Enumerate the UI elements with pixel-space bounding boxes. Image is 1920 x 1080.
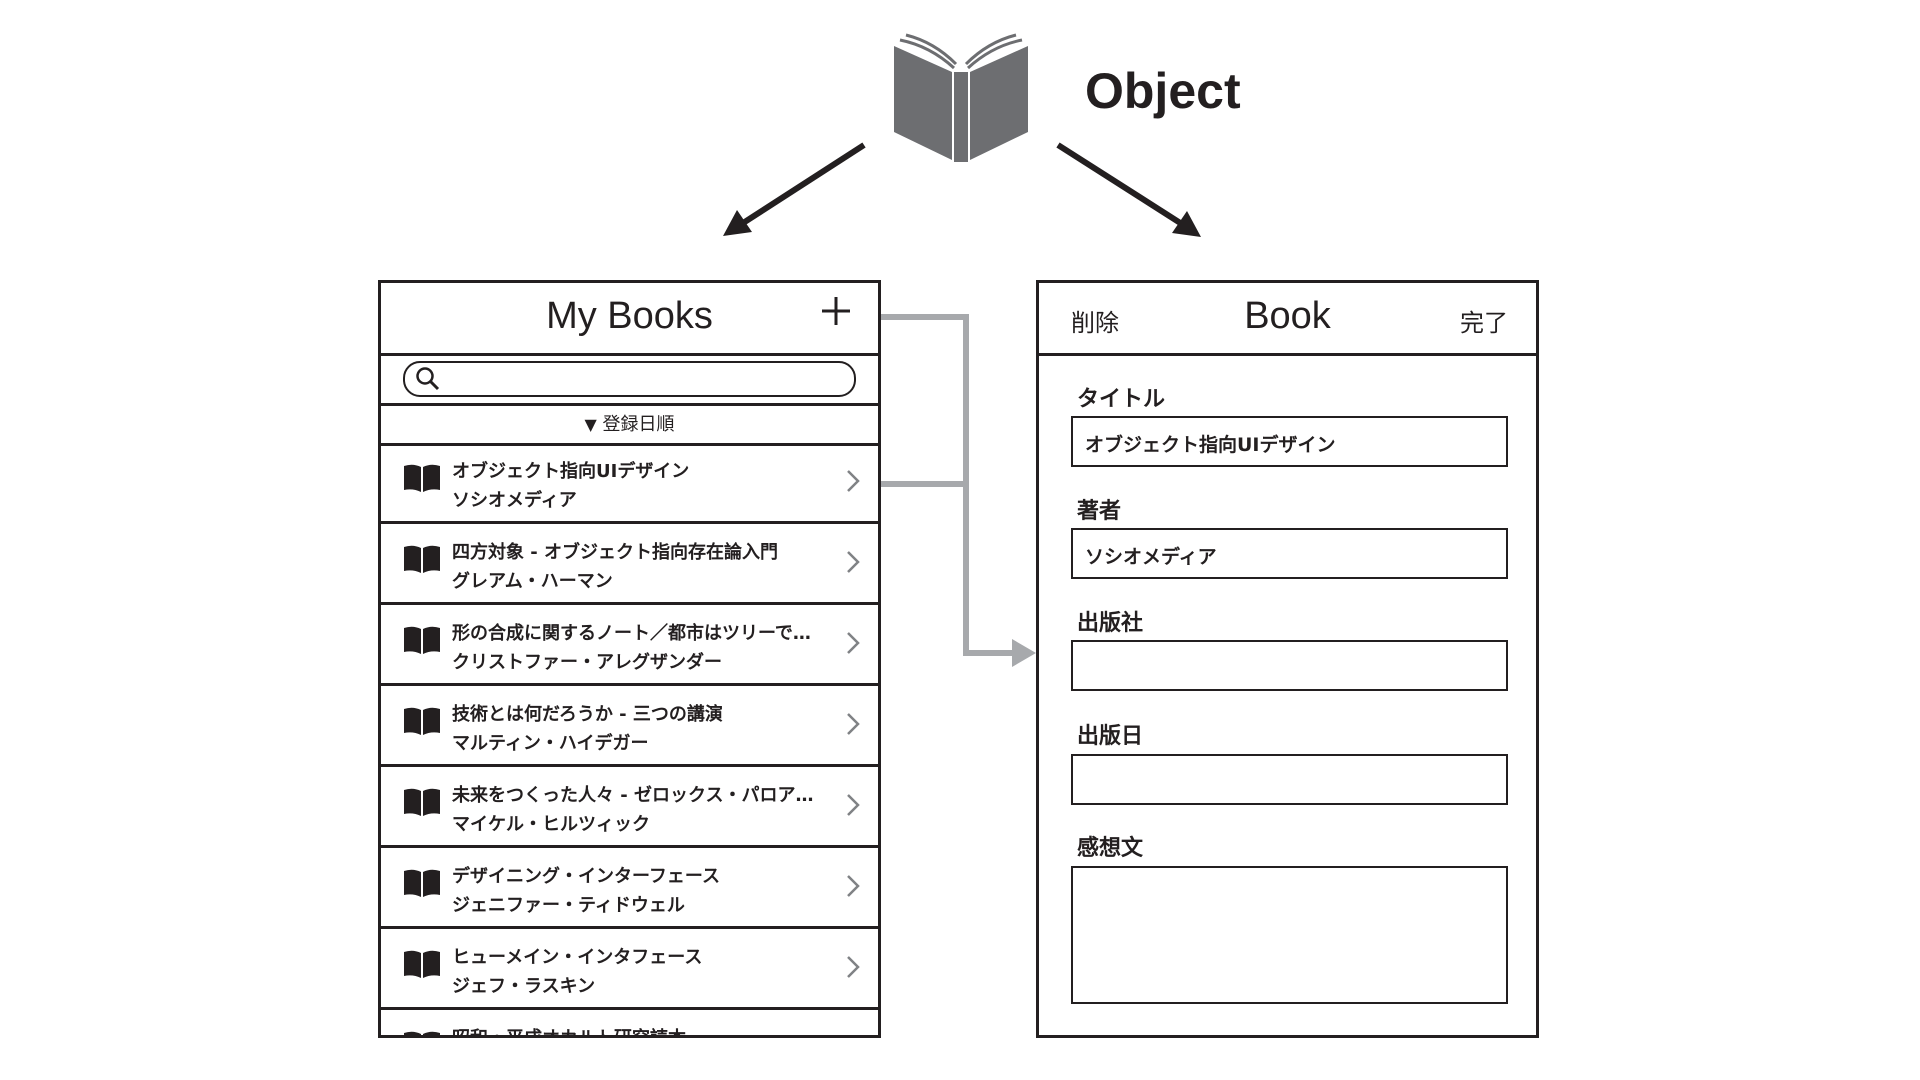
open-book-icon (894, 33, 1028, 162)
plus-icon (822, 297, 850, 325)
book-title: ヒューメイン・インタフェース (452, 947, 703, 968)
page-title: My Books (546, 295, 713, 337)
chevron-right-icon (847, 470, 860, 492)
book-icon (404, 869, 440, 897)
chevron-right-icon (847, 551, 860, 573)
chevron-right-icon (847, 956, 860, 978)
title-field[interactable]: オブジェクト指向UIデザイン (1071, 416, 1508, 467)
author-label: 著者 (1077, 499, 1122, 524)
sort-label: 登録日順 (602, 414, 675, 435)
book-author: クリストファー・アレグザンダー (452, 652, 722, 673)
book-icon (404, 707, 440, 735)
book-icon (404, 1031, 440, 1035)
book-author: ジェニファー・ティドウェル (452, 895, 685, 916)
publisher-field[interactable] (1071, 640, 1508, 691)
connector-arrowhead (1012, 639, 1036, 667)
book-icon (404, 626, 440, 654)
delete-button[interactable]: 削除 (1071, 309, 1119, 337)
done-button[interactable]: 完了 (1460, 309, 1508, 337)
book-list-item[interactable]: 昭和・平成オカルト研究読本 (381, 1010, 878, 1035)
author-field[interactable]: ソシオメディア (1071, 528, 1508, 579)
publish-date-label: 出版日 (1077, 724, 1144, 749)
sort-selector[interactable]: ▼ 登録日順 (381, 406, 878, 446)
book-author: グレアム・ハーマン (452, 571, 613, 592)
list-header: My Books (381, 283, 878, 356)
book-title: 昭和・平成オカルト研究読本 (452, 1024, 686, 1035)
book-author: マイケル・ヒルツィック (452, 814, 650, 835)
book-icon (404, 545, 440, 573)
book-list-item[interactable]: 形の合成に関するノート／都市はツリーで… クリストファー・アレグザンダー (381, 605, 878, 686)
book-title: オブジェクト指向UIデザイン (452, 461, 690, 482)
book-icon (404, 788, 440, 816)
review-label: 感想文 (1077, 836, 1144, 861)
book-title: デザイニング・インターフェース (452, 866, 721, 887)
chevron-right-icon (847, 794, 860, 816)
chevron-right-icon (847, 875, 860, 897)
page-title: Book (1244, 295, 1331, 337)
book-list-item[interactable]: 四方対象 - オブジェクト指向存在論入門グレアム・ハーマン (381, 524, 878, 605)
search-icon (416, 367, 440, 391)
book-list-item[interactable]: 技術とは何だろうか - 三つの講演マルティン・ハイデガー (381, 686, 878, 767)
book-author: マルティン・ハイデガー (452, 733, 649, 754)
book-icon (404, 464, 440, 492)
add-book-button[interactable] (820, 291, 852, 335)
chevron-right-icon (847, 713, 860, 735)
search-bar (381, 353, 878, 406)
book-list-item[interactable]: ヒューメイン・インタフェースジェフ・ラスキン (381, 929, 878, 1010)
chevron-right-icon (847, 632, 860, 654)
review-textarea[interactable] (1071, 866, 1508, 1004)
book-detail-screen: 削除 Book 完了 タイトル オブジェクト指向UIデザイン 著者 ソシオメディ… (1036, 280, 1539, 1038)
detail-header: 削除 Book 完了 (1039, 283, 1536, 356)
publisher-label: 出版社 (1077, 611, 1144, 636)
title-label: タイトル (1077, 387, 1166, 412)
book-icon (404, 950, 440, 978)
book-list-screen: My Books ▼ 登録日順 オブジェクト指向UIデザインソシオメディア四方対… (378, 280, 881, 1038)
book-title: 四方対象 - オブジェクト指向存在論入門 (452, 542, 779, 563)
book-list-item[interactable]: オブジェクト指向UIデザインソシオメディア (381, 443, 878, 524)
publish-date-field[interactable] (1071, 754, 1508, 805)
navigation-connector (868, 314, 1015, 656)
book-title: 技術とは何だろうか - 三つの講演 (452, 704, 723, 725)
arrow-to-detail (1056, 142, 1201, 237)
book-author: ジェフ・ラスキン (452, 976, 596, 997)
arrow-to-list (723, 142, 866, 236)
book-title: 形の合成に関するノート／都市はツリーで… (452, 623, 811, 644)
triangle-down-icon: ▼ (584, 415, 597, 434)
search-input[interactable] (403, 361, 856, 397)
book-list-item[interactable]: デザイニング・インターフェースジェニファー・ティドウェル (381, 848, 878, 929)
book-author: ソシオメディア (452, 490, 577, 511)
object-label: Object (1085, 63, 1241, 119)
book-title: 未来をつくった人々 - ゼロックス・パロア… (452, 785, 814, 806)
book-list-item[interactable]: 未来をつくった人々 - ゼロックス・パロア… マイケル・ヒルツィック (381, 767, 878, 848)
